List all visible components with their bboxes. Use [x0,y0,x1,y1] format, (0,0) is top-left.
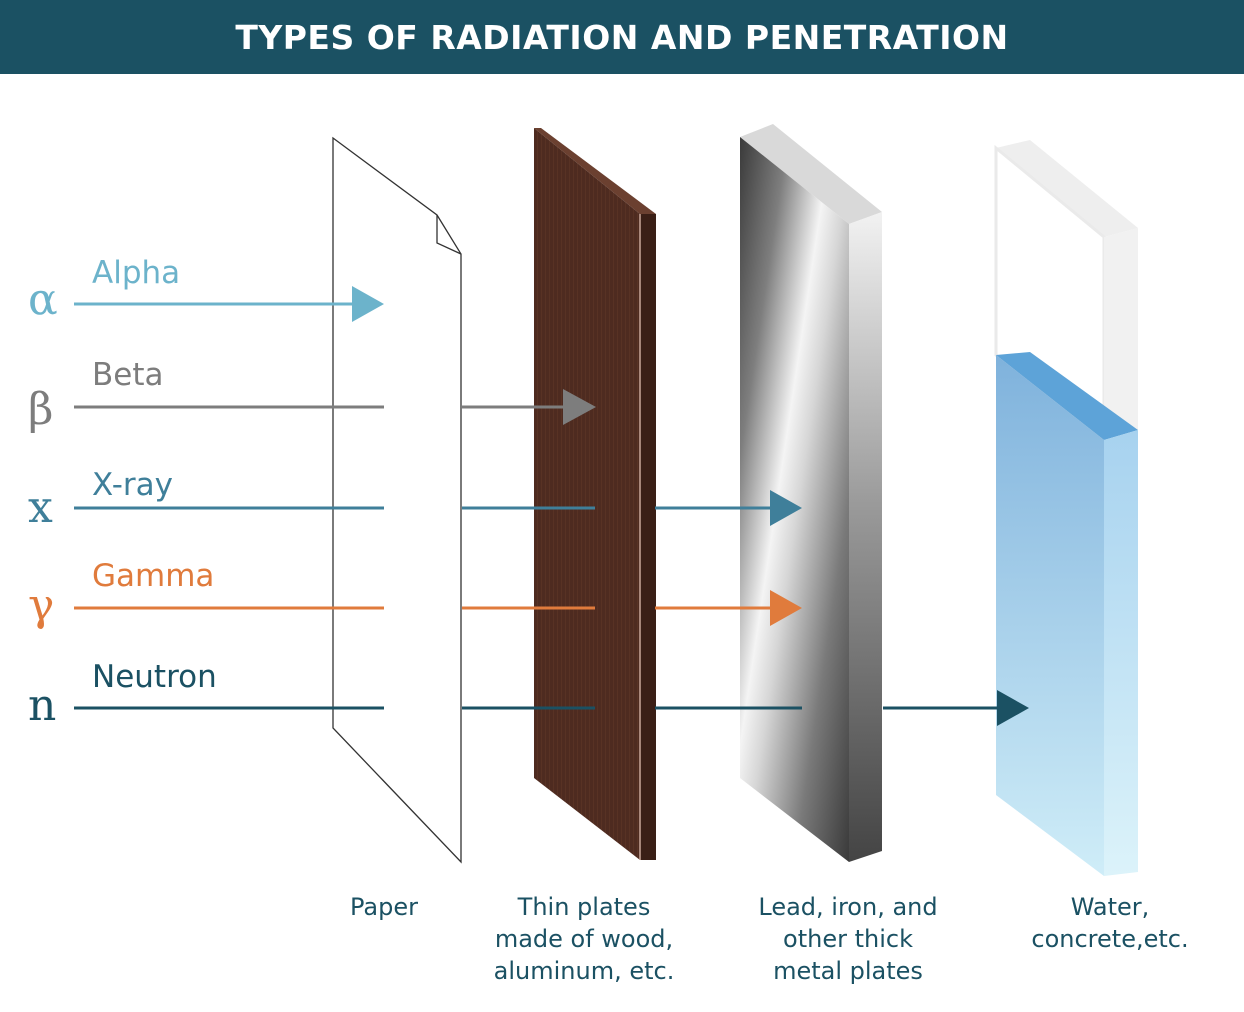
paper-caption: Paper [334,891,434,923]
paper-sheet [332,136,462,864]
caption-line: concrete,etc. [1031,925,1189,953]
wood-plate [534,128,656,860]
alpha-arrowhead [352,286,384,322]
diagram-title: TYPES OF RADIATION AND PENETRATION [235,17,1009,57]
neutron-arrowhead [997,690,1029,726]
title-banner: TYPES OF RADIATION AND PENETRATION [0,0,1244,74]
alpha-label: Alpha [92,255,181,291]
beta-label: Beta [92,357,164,393]
caption-line: Water, [1070,893,1150,921]
caption-line: made of wood, [494,925,674,953]
caption-line: Lead, iron, and [758,893,938,921]
xray-arrowhead [770,490,802,526]
xray-symbol: x [28,482,53,533]
neutron-label: Neutron [92,659,217,695]
beta-arrowhead [563,389,596,425]
caption-line: other thick [783,925,913,953]
radiation-rays [74,286,1029,726]
metal-plate [740,124,882,862]
neutron-symbol: n [28,680,57,731]
caption-line: Paper [350,893,418,921]
xray-label: X-ray [92,467,173,503]
beta-symbol: β [28,384,54,435]
metal-caption: Lead, iron, and other thick metal plates [735,891,961,987]
water-tank [994,140,1138,876]
caption-line: aluminum, etc. [493,957,675,985]
caption-line: metal plates [773,957,923,985]
alpha-symbol: α [28,274,58,325]
water-caption: Water, concrete,etc. [1005,891,1215,955]
gamma-symbol: γ [28,580,55,631]
wood-caption: Thin plates made of wood, aluminum, etc. [468,891,700,987]
gamma-label: Gamma [92,558,215,594]
caption-line: Thin plates [517,893,651,921]
gamma-arrowhead [770,590,802,626]
